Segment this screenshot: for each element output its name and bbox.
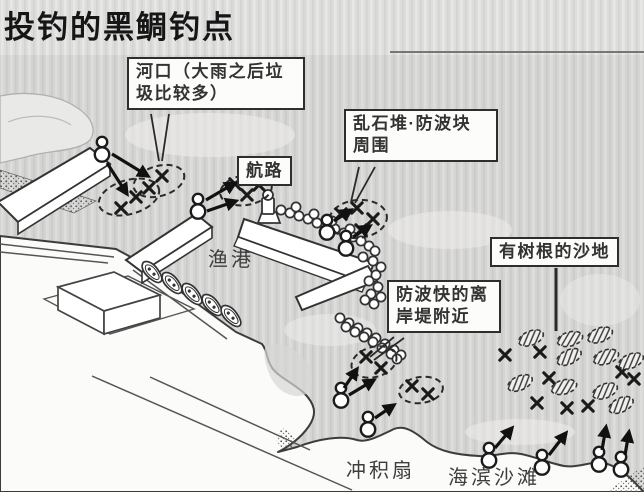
pier-north	[0, 146, 112, 236]
fishing-spot-river-mouth	[97, 163, 186, 217]
river-mouth-shore	[0, 92, 94, 164]
angler-icon	[590, 445, 608, 473]
pier-inner	[124, 212, 214, 285]
cast-arrows	[105, 152, 635, 456]
land-mass	[0, 235, 644, 492]
lighthouse-icon	[256, 189, 282, 224]
label-fishing-port: 渔港	[208, 249, 254, 271]
label-alluvial-fan: 冲积扇	[346, 460, 415, 482]
callout-pointers	[150, 113, 558, 361]
fishing-spot-offshore-b	[398, 375, 444, 405]
quay-edges	[0, 243, 228, 340]
angler-icon	[337, 229, 355, 257]
angler-icon	[93, 135, 111, 163]
harbor-building	[42, 271, 196, 336]
callout-offshore-breakwater: 防波快的离 岸堤附近	[387, 280, 501, 333]
callout-channel: 航路	[237, 156, 292, 187]
road	[91, 375, 353, 491]
callout-river-mouth: 河口（大雨之后垃 圾比较多）	[127, 57, 305, 110]
angler-icon	[612, 450, 630, 478]
callout-tree-root-sand: 有树根的沙地	[490, 237, 619, 268]
callout-riprap-tetrapods: 乱石堆·防波块 周围	[344, 109, 498, 162]
page-title: 投钓的黑鲷钓点	[4, 10, 235, 45]
label-beach: 海滨沙滩	[448, 467, 540, 489]
angler-icon	[359, 410, 377, 438]
angler-icon	[318, 213, 336, 241]
angler-icon	[189, 192, 207, 220]
